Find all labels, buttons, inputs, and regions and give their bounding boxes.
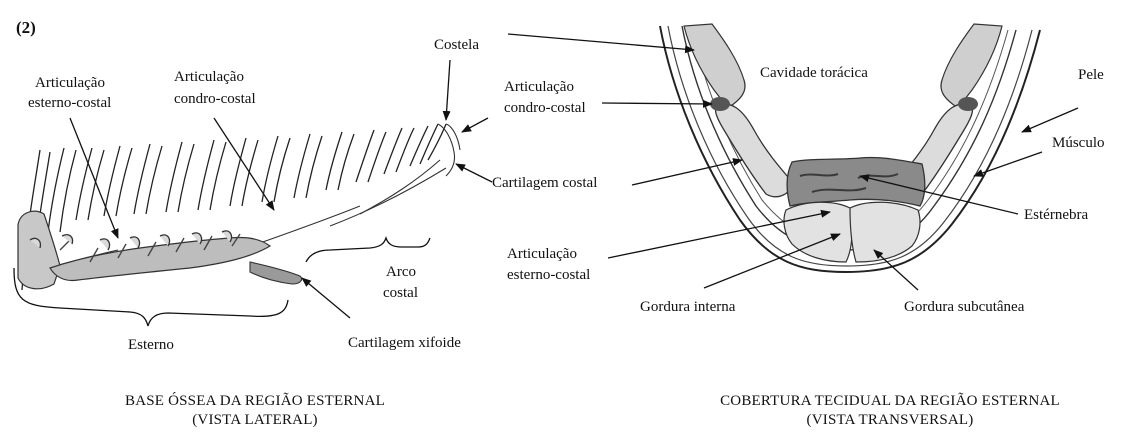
right-caption: COBERTURA TECIDUAL DA REGIÃO ESTERNAL (V… [670,392,1110,430]
sternum-body [18,211,302,289]
label-pele: Pele [1078,66,1104,85]
label-esterno: Esterno [128,336,174,355]
left-caption-line-2: (VISTA LATERAL) [60,411,450,430]
label-right-condro-costal-l1: Articulação [504,78,574,97]
right-caption-line-1: COBERTURA TECIDUAL DA REGIÃO ESTERNAL [670,392,1110,411]
label-costela-left: Costela [434,36,479,55]
label-gordura-subcutanea: Gordura subcutânea [904,298,1024,317]
label-articulacao-condro-costal-l1: Articulação [174,68,244,87]
label-articulacao-esterno-costal-l1: Articulação [35,74,105,93]
arco-costal-brace [306,238,430,262]
label-articulacao-condro-costal-l2: condro-costal [174,90,256,109]
right-caption-line-2: (VISTA TRANSVERSAL) [670,411,1110,430]
label-cavidade-toracica: Cavidade torácica [760,64,868,83]
left-caption: BASE ÓSSEA DA REGIÃO ESTERNAL (VISTA LAT… [60,392,450,430]
label-arco-costal-l2: costal [383,284,418,303]
label-articulacao-esterno-costal-l2: esterno-costal [28,94,111,113]
label-esternebra: Estérnebra [1024,206,1088,225]
left-caption-line-1: BASE ÓSSEA DA REGIÃO ESTERNAL [60,392,450,411]
figure-number: (2) [16,18,36,38]
label-gordura-interna: Gordura interna [640,298,735,317]
label-cartilagem-xifoide: Cartilagem xifoide [348,334,461,353]
label-arco-costal-l1: Arco [386,263,416,282]
label-musculo: Músculo [1052,134,1105,153]
label-right-esterno-costal-l1: Articulação [507,245,577,264]
label-cartilagem-costal: Cartilagem costal [492,174,597,193]
label-right-esterno-costal-l2: esterno-costal [507,266,590,285]
label-right-condro-costal-l2: condro-costal [504,99,586,118]
